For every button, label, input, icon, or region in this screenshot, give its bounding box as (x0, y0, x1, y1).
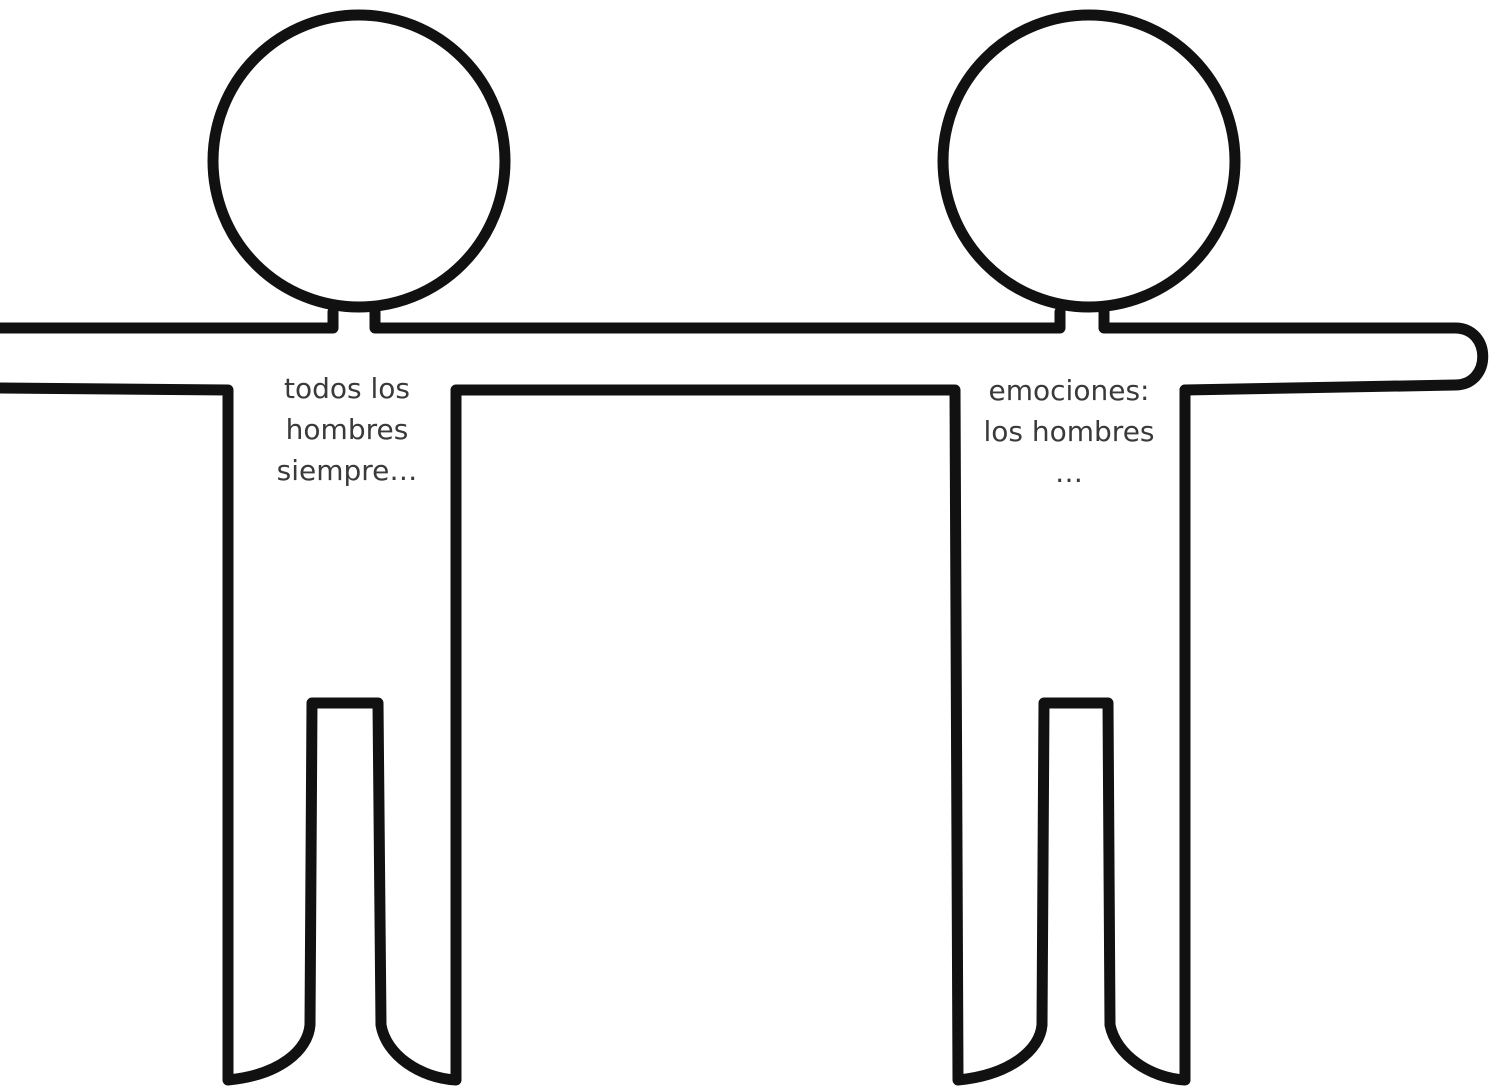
left-figure-prompt-line: hombres (247, 409, 447, 450)
left-figure-prompt-line: todos los (247, 368, 447, 409)
left-figure-head (213, 15, 505, 307)
right-figure-prompt-line: … (969, 452, 1169, 493)
right-figure-head (943, 15, 1235, 307)
left-figure-prompt: todos los hombres siempre… (247, 368, 447, 491)
right-figure-prompt-line: los hombres (969, 411, 1169, 452)
right-figure-prompt-line: emociones: (969, 370, 1169, 411)
right-figure-prompt: emociones: los hombres … (969, 370, 1169, 493)
left-figure-prompt-line: siempre… (247, 450, 447, 491)
linked-arms-top-edge (0, 312, 1483, 390)
